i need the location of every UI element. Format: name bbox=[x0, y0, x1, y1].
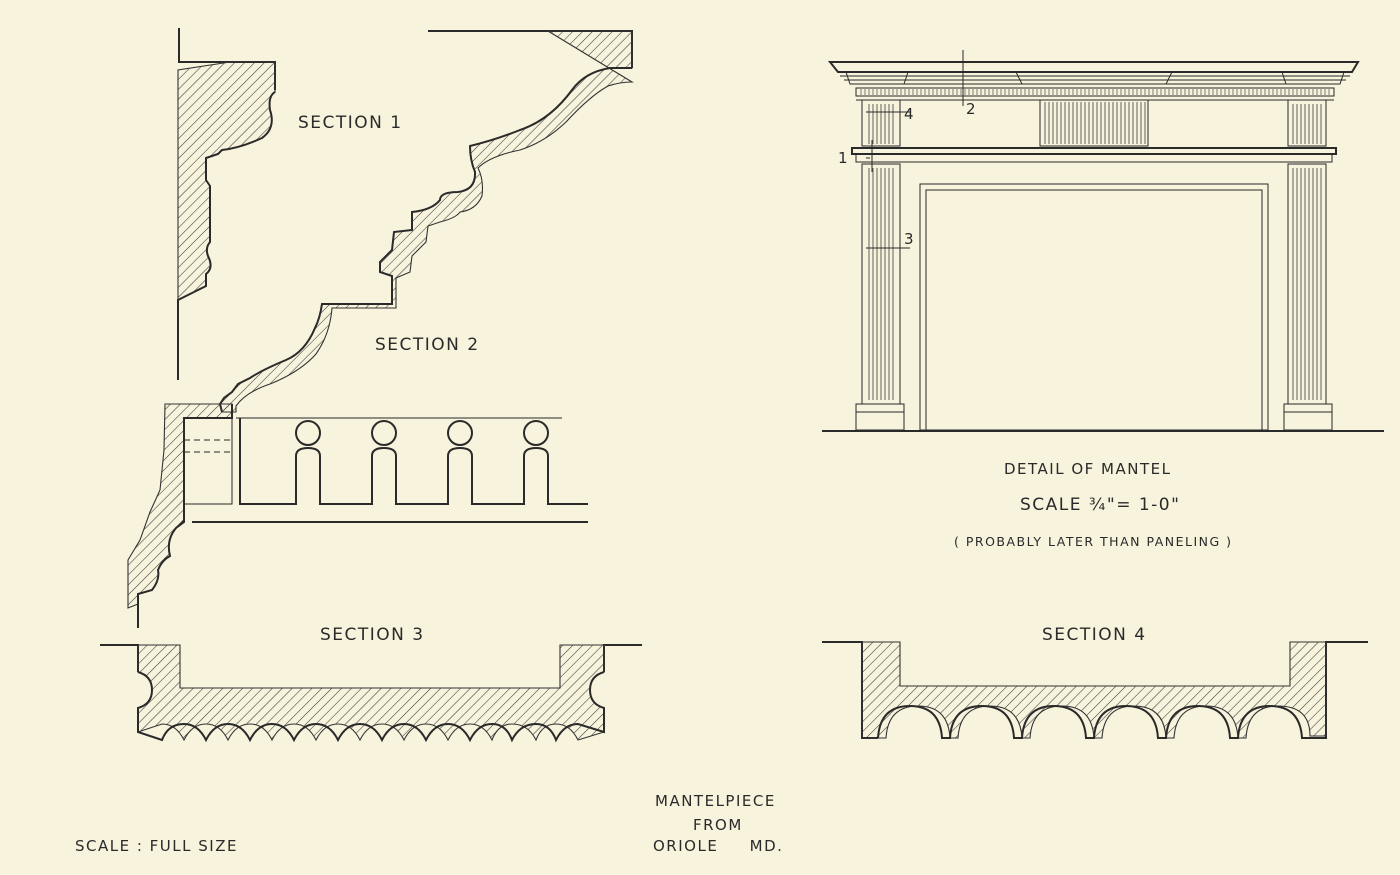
frieze-block bbox=[183, 417, 233, 505]
elevation-title: DETAIL OF MANTEL bbox=[1004, 460, 1171, 478]
section-3-label: SECTION 3 bbox=[320, 625, 425, 645]
marker-1: 1 bbox=[838, 149, 849, 167]
frieze-profile bbox=[127, 403, 588, 628]
section-2-profile bbox=[218, 30, 634, 413]
section-4-profile bbox=[822, 641, 1368, 739]
marker-4: 4 bbox=[904, 105, 915, 123]
title-line-2: FROM bbox=[693, 816, 743, 834]
frieze-tablet bbox=[1039, 99, 1149, 147]
sections-scale: SCALE : FULL SIZE bbox=[75, 837, 238, 855]
section-3-profile bbox=[100, 644, 642, 743]
marker-2: 2 bbox=[966, 100, 977, 118]
mantel-elevation bbox=[822, 50, 1384, 432]
section-2-label: SECTION 2 bbox=[375, 335, 480, 355]
elevation-scale: SCALE ¾"= 1-0" bbox=[1020, 495, 1180, 515]
elevation-note: ( PROBABLY LATER THAN PANELING ) bbox=[954, 534, 1233, 549]
title-line-3: ORIOLE MD. bbox=[653, 837, 783, 855]
section-1-profile bbox=[177, 28, 276, 380]
section-4-label: SECTION 4 bbox=[1042, 625, 1147, 645]
marker-3: 3 bbox=[904, 230, 915, 248]
title-line-1: MANTELPIECE bbox=[655, 792, 776, 810]
section-1-label: SECTION 1 bbox=[298, 113, 403, 133]
